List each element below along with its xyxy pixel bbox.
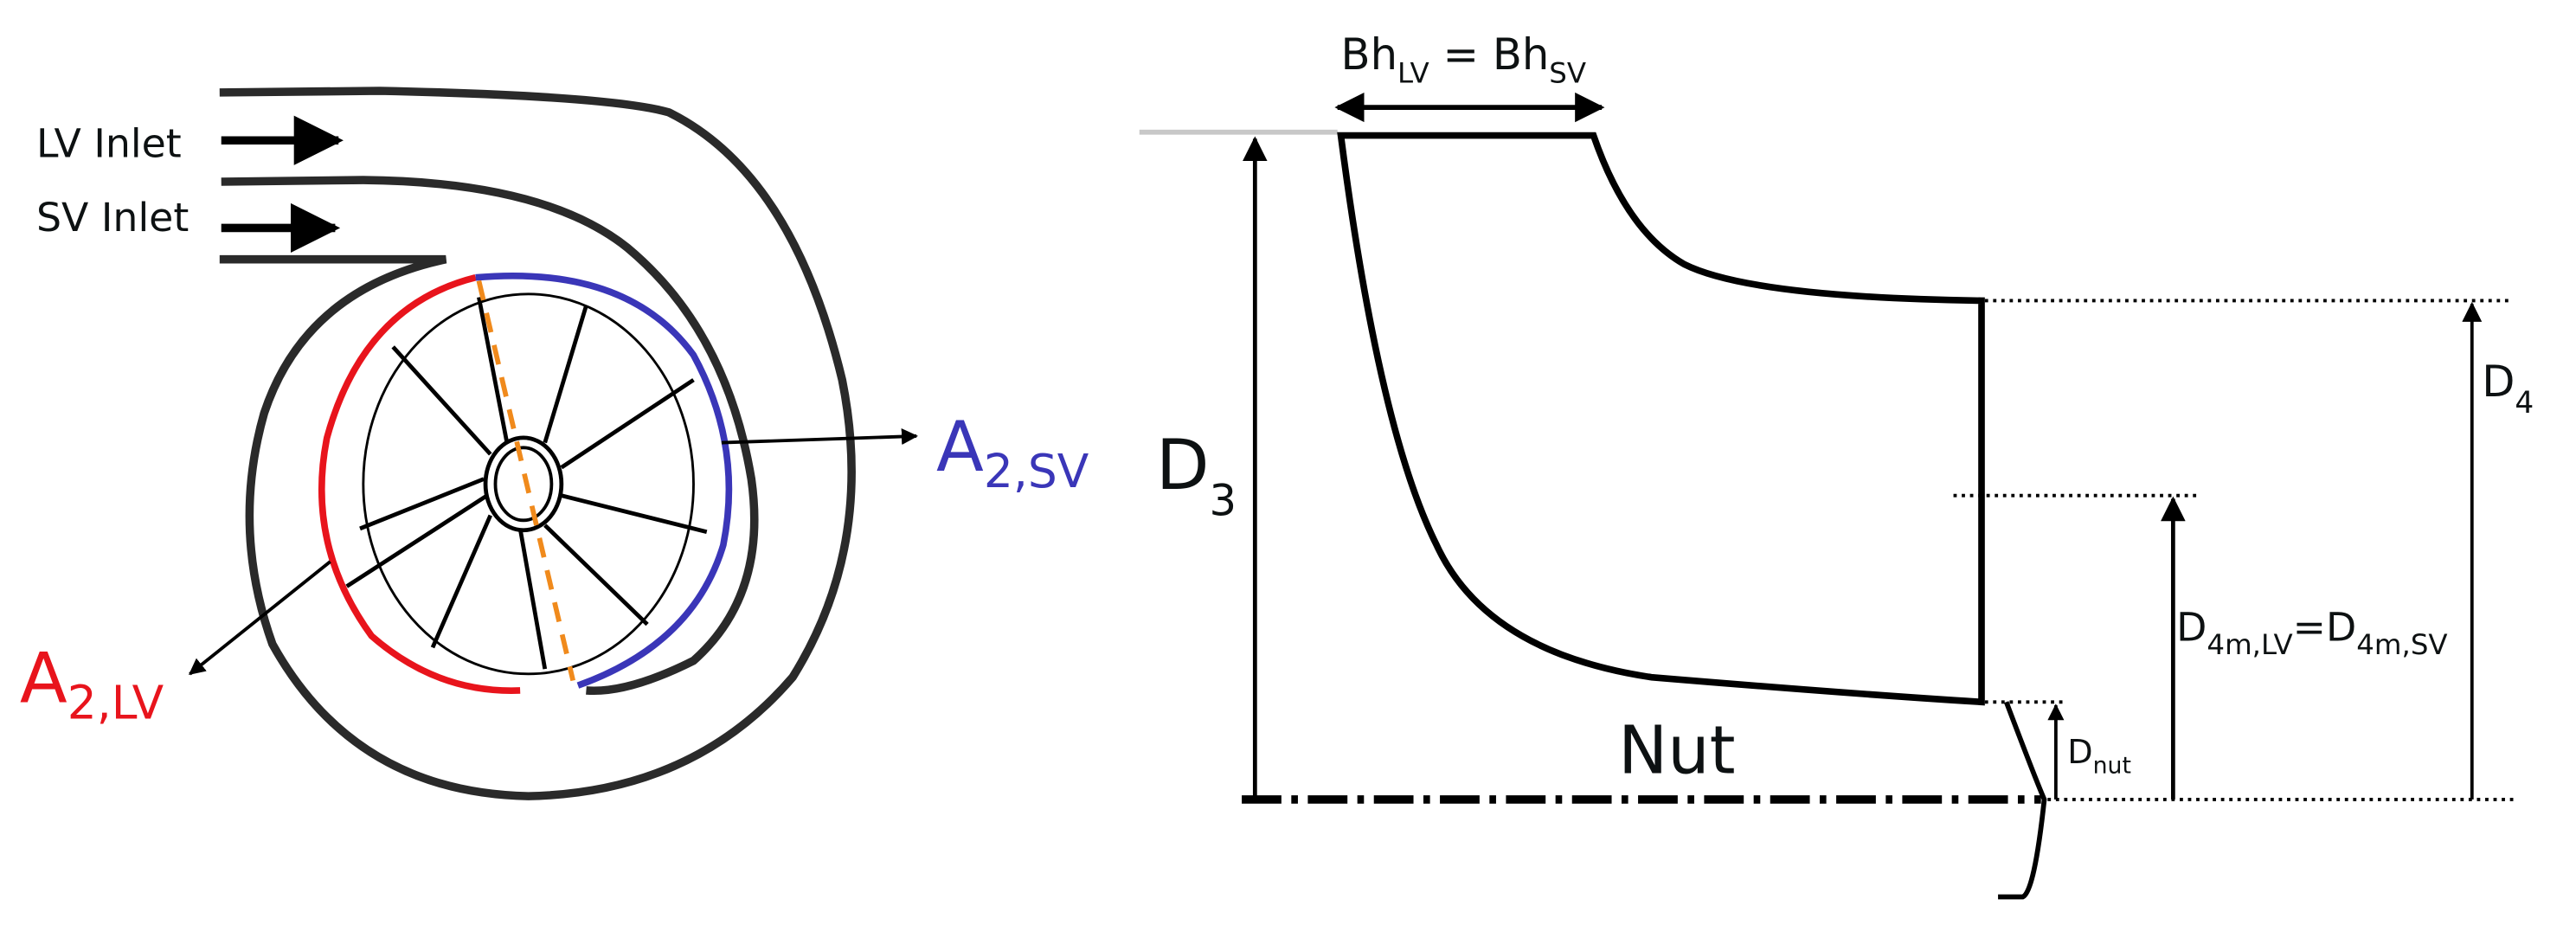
dnut-label: Dnut (2067, 734, 2131, 779)
a2-sv-label: A2,SV (936, 407, 1089, 498)
d4-label: D4 (2482, 357, 2534, 421)
hub-outer (483, 435, 564, 533)
a2-sv-arrow (721, 428, 919, 446)
a2-sv-rim (475, 272, 733, 689)
divider-wall (221, 176, 759, 696)
nut-label: Nut (1618, 712, 1735, 789)
blade-profile (1337, 132, 1985, 706)
a2-lv-label: A2,LV (20, 638, 164, 729)
dotted-guides (1953, 299, 2519, 801)
lv-inlet-label: LV Inlet (36, 119, 182, 166)
bh-label: BhLV = BhSV (1341, 29, 1587, 89)
rotor-blades (345, 297, 708, 670)
volute-view: LV Inlet SV Inlet A2,SV A2,LV (20, 87, 1089, 800)
a2-lv-arrow (188, 560, 331, 676)
d4m-label: D4m,LV=D4m,SV (2176, 604, 2447, 661)
a2-lv-rim (318, 273, 521, 694)
rotor-split-dashed-line (476, 279, 575, 682)
outer-scroll-wall (219, 87, 856, 800)
meridional-view: BhLV = BhSV D3 D4 D4m,LV=D4m,SV Dnut Nut (1139, 29, 2534, 900)
blade-tip-contour (362, 292, 695, 676)
nut-contour (1998, 701, 2047, 900)
d3-label: D3 (1156, 425, 1237, 526)
hub-inner (493, 446, 554, 523)
sv-inlet-label: SV Inlet (36, 194, 189, 241)
